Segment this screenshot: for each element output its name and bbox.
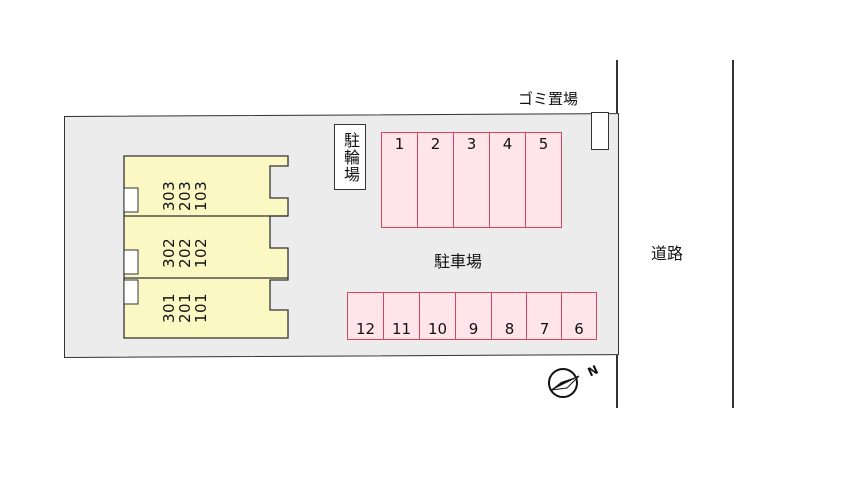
parking-slot-3: 3 [453,132,490,228]
room-101: 101 [192,292,210,323]
road-label: 道路 [651,244,684,263]
room-102: 102 [192,237,210,268]
room-202: 202 [176,237,194,268]
unit-labels-3: 301 201 101 [160,287,218,323]
room-201: 201 [176,292,194,323]
room-301: 301 [160,292,178,323]
parking-slot-9: 9 [455,292,492,340]
unit-balcony-3 [123,279,139,305]
bike-parking-label: 駐輪場 [341,131,360,183]
room-303: 303 [160,180,178,211]
parking-slot-number: 11 [391,320,412,338]
parking-slot-number: 9 [468,320,479,338]
parking-slot-number: 5 [538,135,549,153]
unit-labels-1: 303 203 103 [160,175,218,211]
parking-slot-6: 6 [561,292,597,340]
parking-slot-4: 4 [489,132,526,228]
parking-slot-5: 5 [525,132,562,228]
parking-slot-7: 7 [526,292,563,340]
parking-row-bottom: 12 11 10 9 8 7 6 [347,292,597,340]
parking-slot-number: 10 [427,320,448,338]
parking-slot-10: 10 [419,292,456,340]
north-compass-icon [548,368,580,398]
parking-slot-number: 2 [430,135,441,153]
parking-slot-8: 8 [491,292,528,340]
room-302: 302 [160,237,178,268]
parking-slot-2: 2 [417,132,454,228]
parking-slot-number: 1 [394,135,405,153]
room-203: 203 [176,180,194,211]
garbage-station [591,112,609,150]
parking-slot-number: 6 [574,320,584,338]
parking-slot-11: 11 [383,292,420,340]
parking-label: 駐車場 [434,252,483,271]
road-edge-right [732,60,734,408]
parking-slot-number: 7 [539,320,550,338]
parking-row-top: 1 2 3 4 5 [381,132,562,228]
garbage-label: ゴミ置場 [518,90,579,108]
bike-parking: 駐輪場 [334,124,366,190]
apartment-building [123,155,289,339]
unit-balcony-1 [123,187,139,213]
parking-slot-12: 12 [347,292,384,340]
unit-balcony-2 [123,249,139,275]
parking-slot-number: 12 [355,320,376,338]
parking-slot-number: 8 [504,320,515,338]
room-103: 103 [192,180,210,211]
parking-slot-number: 3 [466,135,477,153]
parking-slot-number: 4 [502,135,513,153]
unit-labels-2: 302 202 102 [160,232,218,268]
parking-slot-1: 1 [381,132,418,228]
